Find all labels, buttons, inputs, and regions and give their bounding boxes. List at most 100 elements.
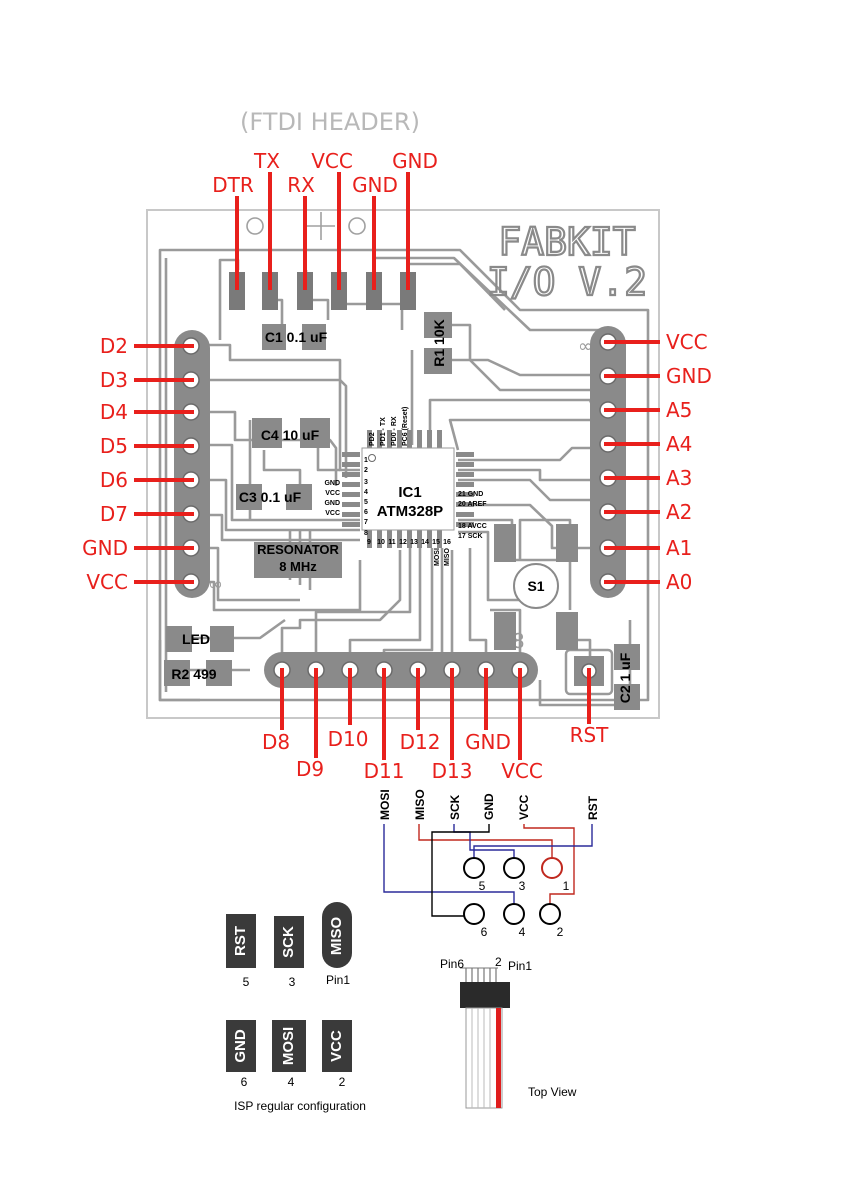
resonator-label: RESONATOR [257, 542, 339, 557]
infinity-mark-bottom: ∞ [208, 574, 223, 595]
ic1-pads-top [367, 430, 442, 448]
isp-pad-sck-label: SCK [280, 926, 297, 958]
ic1-pin1-dot [368, 454, 376, 462]
ic1-pin-16: 16 [443, 539, 451, 546]
left-pin-d3: D3 [100, 368, 128, 392]
ribbon-cable: Pin6 2 Pin1 Top View [440, 955, 577, 1109]
reset-pin-label: RST [570, 723, 610, 747]
ic1-bottom-mosi: MOSI [434, 548, 441, 566]
isp-num-4: 4 [519, 925, 526, 939]
component-resonator: RESONATOR 8 MHz [254, 542, 342, 578]
isp-num-1: 1 [563, 879, 570, 893]
component-c4: C4 10 uF [252, 418, 330, 448]
ic1-left-pin-names: GND VCC GND VCC [324, 480, 340, 517]
mounting-hole-right [348, 217, 366, 235]
right-pin-a5: A5 [666, 398, 692, 422]
right-pin-a0: A0 [666, 570, 692, 594]
isp-signal-miso: MISO [413, 789, 427, 820]
ic1-top-pd2: PD2 [369, 432, 376, 446]
ic1-pin-5: 5 [364, 499, 368, 506]
component-s1: S1 [494, 524, 578, 650]
bottom-header-holes [273, 661, 529, 679]
ic1-pin-10: 10 [377, 539, 385, 546]
ribbon-pin1-label: Pin1 [508, 959, 532, 973]
ic1-left-pin-numbers: 1 2 3 4 5 6 7 8 [364, 457, 368, 537]
isp-signal-mosi: MOSI [378, 789, 392, 820]
bottom-pin-d13: D13 [432, 759, 473, 783]
right-pin-vcc: VCC [666, 330, 708, 354]
ic1-pin-11: 11 [388, 539, 396, 546]
ftdi-pads [229, 272, 416, 310]
left-pin-lines [134, 344, 194, 584]
ic1-pin-6: 6 [364, 509, 368, 516]
c2-label: C2 1 uF [617, 652, 633, 703]
led-label: LED [182, 631, 210, 647]
right-pin-labels: VCC GND A5 A4 A3 A2 A1 A0 [666, 330, 712, 594]
bottom-pin-d12: D12 [400, 730, 441, 754]
r1-label: R1 10K [431, 319, 447, 366]
left-pin-d4: D4 [100, 400, 128, 424]
left-pin-d5: D5 [100, 434, 128, 458]
ic1-pin-1: 1 [364, 457, 368, 464]
ic1-pads-bottom [367, 530, 442, 548]
right-pin-a2: A2 [666, 500, 692, 524]
component-ic1: IC1 ATM328P 1 2 3 4 5 6 7 8 GND VCC GND … [324, 407, 487, 566]
isp-pad-rst [226, 914, 256, 968]
component-led: LED [166, 626, 234, 652]
ic1-right-pin-names: 21 GND 20 AREF 18 AVCC 17 SCK [458, 491, 487, 540]
brand-version: I/O V.2 [487, 260, 647, 304]
isp-connector-numbers: 5 3 1 6 4 2 [479, 879, 570, 939]
bottom-pin-gnd: GND [465, 730, 511, 754]
right-pin-gnd: GND [666, 364, 712, 388]
resonator-freq: 8 MHz [279, 559, 317, 574]
r2-label: R2 499 [171, 666, 216, 682]
right-pin-lines [604, 340, 660, 584]
isp-pad-miso-label: MISO [328, 917, 345, 956]
left-pin-labels: D2 D3 D4 D5 D6 D7 GND VCC [82, 334, 128, 594]
ic1-bottom-miso: MISO [444, 548, 451, 566]
ic1-top-pd0: PD0 - RX [391, 416, 398, 446]
isp-pad-mosi-label: MOSI [280, 1027, 297, 1065]
ribbon-caption: Top View [528, 1085, 577, 1099]
ic1-pin-3: 3 [364, 479, 368, 486]
ic1-right-sck: 17 SCK [458, 533, 483, 540]
component-c1: C1 0.1 uF [262, 324, 328, 350]
isp-pad-sck [274, 916, 304, 968]
ic1-left-vcc-1: VCC [325, 490, 340, 497]
c4-label: C4 10 uF [261, 427, 320, 443]
left-header-pads [174, 330, 210, 598]
ftdi-pin-lines [235, 172, 410, 290]
isp-config-num-5: 5 [243, 975, 250, 989]
isp-pad-miso [322, 902, 352, 968]
ic1-pin-9: 9 [367, 539, 371, 546]
isp-config-num-3: 3 [289, 975, 296, 989]
isp-pad-mosi [272, 1020, 306, 1072]
right-pin-a4: A4 [666, 432, 692, 456]
isp-pad-gnd [226, 1020, 256, 1072]
ic1-top-pd1: PD1 - TX [380, 417, 387, 446]
isp-config-num-2: 2 [339, 1075, 346, 1089]
brand-title: FABKIT [498, 220, 635, 264]
ic1-bottom-pin-numbers: 9 10 11 12 13 14 15 16 [367, 539, 451, 546]
ic1-label: IC1 [398, 484, 421, 501]
ic1-part: ATM328P [377, 503, 443, 520]
isp-wires [383, 824, 593, 917]
ic1-right-aref: 20 AREF [458, 501, 487, 508]
isp-config-num-pin1: Pin1 [326, 973, 350, 987]
ribbon-connector [460, 982, 510, 1008]
bottom-header-pads [264, 652, 538, 688]
ftdi-pin-gnd-2: GND [392, 149, 438, 173]
ftdi-pin-vcc: VCC [311, 149, 353, 173]
isp-wiring-diagram: MOSI MISO SCK GND VCC RST [378, 789, 600, 939]
bottom-pin-d9: D9 [296, 757, 324, 781]
ic1-left-vcc-2: VCC [325, 510, 340, 517]
ribbon-pin6-label: Pin6 [440, 957, 464, 971]
ic1-body [361, 447, 455, 531]
bottom-pin-labels: D8 D9 D10 D11 D12 D13 GND VCC [262, 727, 543, 783]
isp-signal-gnd: GND [482, 793, 496, 820]
ic1-pin-13: 13 [410, 539, 418, 546]
isp-pad-gnd-label: GND [232, 1029, 249, 1063]
ic1-pin-2: 2 [364, 467, 368, 474]
